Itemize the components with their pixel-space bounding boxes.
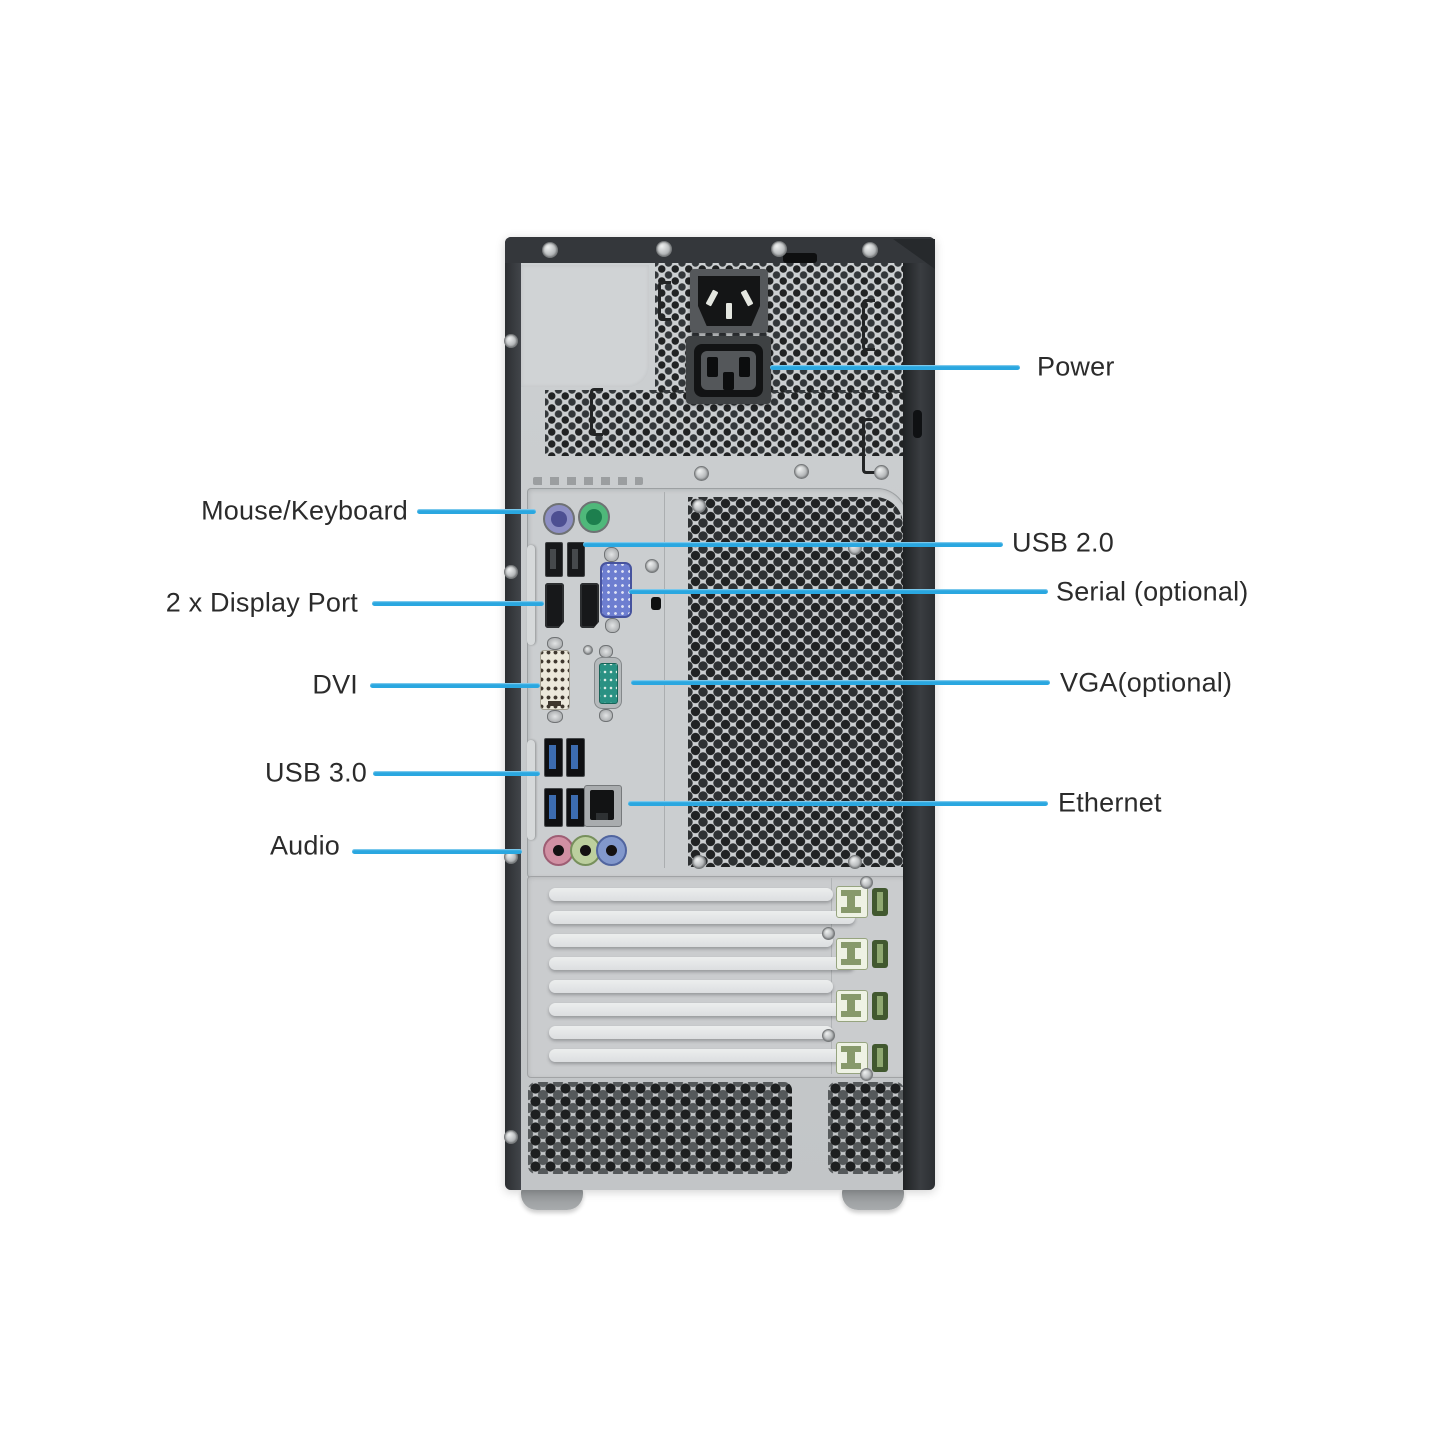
screw — [692, 499, 706, 513]
leader-line-audio — [352, 849, 522, 854]
dvi-screw-post — [547, 637, 563, 650]
bottom-vent-grid — [528, 1082, 792, 1174]
ps2-port-green-icon — [578, 501, 610, 533]
slot-cover — [549, 980, 833, 993]
vga-dsub-port-icon — [600, 562, 632, 618]
expansion-divider — [831, 878, 832, 1074]
screw — [504, 565, 518, 579]
io-spring-tab — [527, 740, 535, 840]
screw — [692, 855, 706, 869]
psu-cutout — [658, 281, 671, 321]
screw — [822, 1029, 835, 1042]
displayport-icon — [545, 583, 564, 628]
power-pin — [726, 303, 732, 319]
slot-cover — [549, 1026, 833, 1039]
leader-line-dvi — [370, 683, 540, 688]
label-power: Power — [1037, 351, 1115, 382]
screw — [504, 334, 518, 348]
label-serial: Serial (optional) — [1056, 576, 1249, 607]
label-mouse-keyboard: Mouse/Keyboard — [201, 495, 408, 526]
screw — [860, 876, 873, 889]
screw — [822, 927, 835, 940]
slot-cover — [549, 957, 855, 970]
expansion-clip-latch — [872, 888, 888, 916]
expansion-clip-latch — [872, 940, 888, 968]
expansion-slot-clip-icon — [836, 990, 868, 1022]
audio-jack-pink-icon — [543, 835, 574, 866]
leader-line-usb3 — [373, 771, 540, 776]
leader-line-power — [770, 365, 1020, 370]
psu-cutout — [590, 388, 603, 436]
leader-line-serial — [629, 589, 1048, 594]
latch-notch — [783, 253, 817, 263]
leader-line-ethernet — [628, 801, 1048, 806]
screw — [694, 466, 709, 481]
leader-line-usb2 — [583, 542, 1003, 547]
screw — [504, 1130, 518, 1144]
side-panel-handle — [913, 410, 922, 438]
slot-cover — [549, 1049, 855, 1062]
label-audio: Audio — [269, 830, 340, 861]
label-dvi: DVI — [312, 669, 358, 700]
case-frame-left — [505, 237, 521, 1190]
screw — [645, 559, 659, 573]
usb2-port-icon — [545, 542, 563, 577]
power-slot — [707, 357, 718, 377]
screw — [542, 242, 558, 258]
label-vga: VGA(optional) — [1060, 667, 1233, 698]
slot-cover — [549, 934, 833, 947]
audio-jack-blue-icon — [596, 835, 627, 866]
dvi-port-icon — [540, 650, 570, 710]
slot-cover — [549, 911, 855, 924]
usb3-port-icon — [566, 738, 585, 777]
screw — [848, 855, 862, 869]
expansion-slot-clip-icon — [836, 1042, 868, 1074]
usb3-port-icon — [566, 788, 585, 827]
usb2-port-icon — [567, 542, 585, 577]
screw — [583, 645, 593, 655]
screw — [794, 464, 809, 479]
vga-screw-post — [604, 547, 619, 562]
screw — [874, 465, 889, 480]
panel-hole — [651, 597, 661, 610]
leader-line-mouse-keyboard — [417, 509, 536, 514]
serial-port-face — [599, 663, 618, 704]
audio-jack-green-icon — [570, 835, 601, 866]
ps2-port-purple-icon — [543, 503, 575, 535]
usb3-port-icon — [544, 788, 563, 827]
power-slot — [739, 357, 750, 377]
psu-cutout — [862, 299, 875, 351]
slot-cover — [549, 888, 833, 901]
case-frame-right — [903, 237, 935, 1190]
io-vent-slots — [533, 477, 643, 485]
psu-plate — [521, 265, 649, 387]
label-usb3: USB 3.0 — [265, 757, 367, 788]
screw — [771, 241, 787, 257]
dvi-screw-post — [547, 710, 563, 723]
expansion-slot-clip-icon — [836, 938, 868, 970]
label-display-port: 2 x Display Port — [165, 587, 358, 618]
label-usb2: USB 2.0 — [1012, 527, 1114, 558]
power-slot — [723, 372, 734, 390]
case-foot-left — [521, 1188, 583, 1210]
usb3-port-icon — [544, 738, 563, 777]
screw — [860, 1068, 873, 1081]
screw — [862, 242, 878, 258]
bottom-vent-grid — [828, 1082, 904, 1174]
ethernet-port-opening — [590, 790, 614, 820]
io-spring-tab — [527, 545, 535, 645]
displayport-icon — [580, 583, 599, 628]
screw — [656, 241, 672, 257]
case-foot-right — [842, 1188, 904, 1210]
leader-line-vga — [631, 680, 1050, 685]
vga-screw-post — [605, 618, 620, 633]
psu-cutout — [862, 418, 875, 474]
label-ethernet: Ethernet — [1058, 787, 1162, 818]
leader-line-display-port — [372, 601, 544, 606]
slot-cover — [549, 1003, 855, 1016]
expansion-clip-latch — [872, 1044, 888, 1072]
expansion-clip-latch — [872, 992, 888, 1020]
expansion-slot-clip-icon — [836, 886, 868, 918]
serial-screw-post — [599, 709, 613, 722]
